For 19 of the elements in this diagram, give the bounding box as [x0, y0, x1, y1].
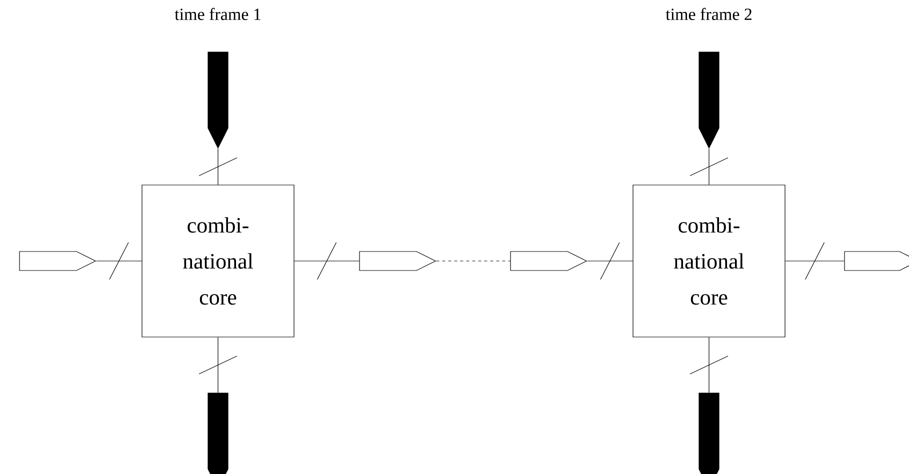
pin-symbol: [510, 251, 588, 271]
pin-symbol: [19, 251, 96, 271]
frame-label: time frame 1: [174, 8, 260, 20]
wire: [436, 260, 511, 262]
pin-symbol: [208, 52, 228, 149]
pin-symbol: [208, 392, 228, 474]
pin-symbol: [698, 52, 720, 149]
wire: [294, 260, 360, 262]
wire: [586, 260, 633, 262]
wire: [96, 260, 142, 262]
wire: [708, 337, 710, 393]
core-box: combi- national core: [142, 184, 294, 338]
frame-label: time frame 2: [666, 8, 752, 20]
pin-symbol: [698, 392, 720, 474]
pin-symbol: [359, 251, 436, 271]
wire: [785, 260, 845, 262]
core-box: combi- national core: [632, 184, 786, 338]
wire: [708, 148, 710, 185]
pin-symbol: [844, 251, 909, 271]
